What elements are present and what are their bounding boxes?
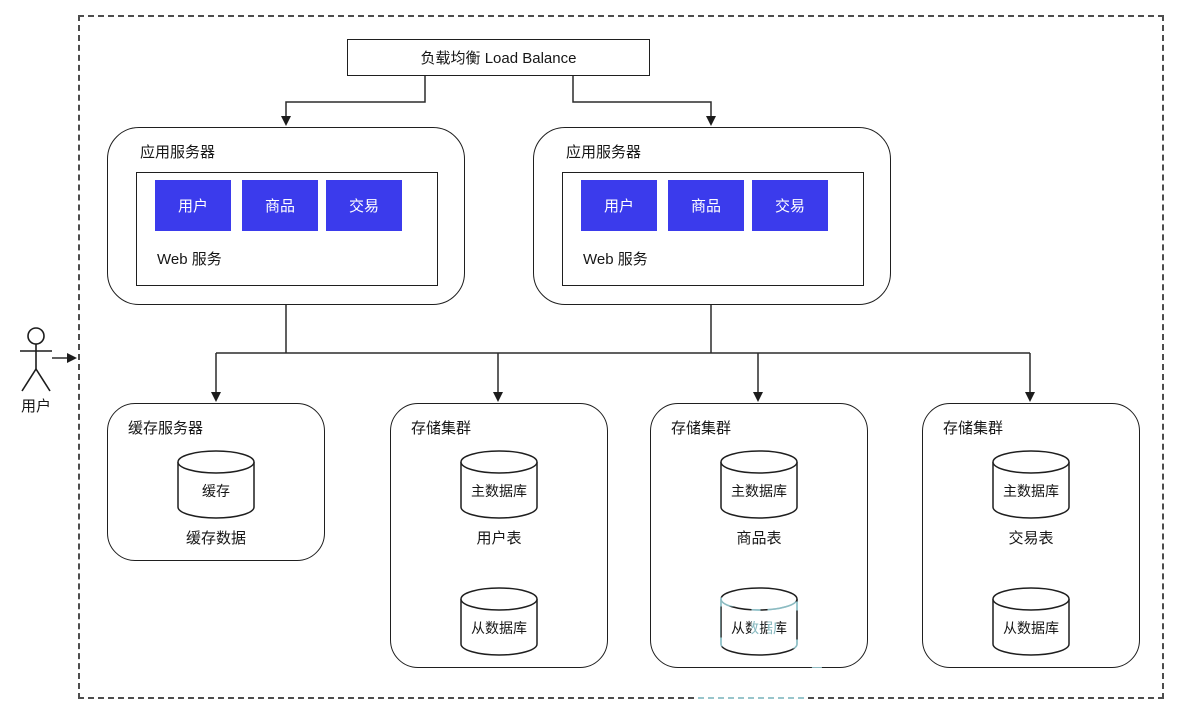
master-db-label: 主数据库 <box>731 483 787 499</box>
slave-db-label: 从数据库 <box>471 620 527 636</box>
arrowhead-icons <box>67 116 1035 402</box>
master-database-cylinder-icon: 主数据库 <box>720 450 798 519</box>
storage-cluster-title: 存储集群 <box>943 420 1004 437</box>
table-caption: 交易表 <box>1008 530 1054 547</box>
storage-cluster-title: 存储集群 <box>411 420 472 437</box>
master-database-cylinder-icon: 主数据库 <box>992 450 1070 519</box>
web-service-label: Web 服务 <box>157 251 222 268</box>
cache-server-title: 缓存服务器 <box>128 420 204 437</box>
module-chip-product: 商品 <box>668 180 744 231</box>
system-boundary <box>78 15 1164 699</box>
storage-cluster-node-2: 存储集群 主数据库 商品表 从数据库 <box>650 403 868 668</box>
web-service-container: 用户 商品 交易 Web 服务 <box>136 172 438 286</box>
slave-database-cylinder-icon: 从数据库 <box>460 587 538 656</box>
web-service-label: Web 服务 <box>583 251 648 268</box>
module-chip-user: 用户 <box>155 180 231 231</box>
app-server-node-2: 应用服务器 用户 商品 交易 Web 服务 <box>533 127 891 305</box>
app-server-node-1: 应用服务器 用户 商品 交易 Web 服务 <box>107 127 465 305</box>
user-actor-label: 用户 <box>20 398 51 415</box>
cache-server-node: 缓存服务器 缓存 缓存数据 <box>107 403 325 561</box>
module-chip-trade: 交易 <box>752 180 828 231</box>
module-chip-product: 商品 <box>242 180 318 231</box>
app-server-title: 应用服务器 <box>140 144 216 161</box>
master-database-cylinder-icon: 主数据库 <box>460 450 538 519</box>
table-caption: 用户表 <box>476 530 522 547</box>
storage-cluster-node-3: 存储集群 主数据库 交易表 从数据库 <box>922 403 1140 668</box>
slave-db-label: 从数据库 <box>1003 620 1059 636</box>
storage-cluster-node-1: 存储集群 主数据库 用户表 从数据库 <box>390 403 608 668</box>
storage-cluster-title: 存储集群 <box>671 420 732 437</box>
user-actor-icon <box>20 327 52 392</box>
cache-data-caption: 缓存数据 <box>185 530 246 547</box>
slave-database-cylinder-icon: 从数据库 <box>992 587 1070 656</box>
cache-database-cylinder-icon: 缓存 <box>177 450 255 519</box>
load-balancer-node: 负载均衡 Load Balance <box>347 39 650 76</box>
module-chip-user: 用户 <box>581 180 657 231</box>
slave-db-label: 从数据库 <box>731 620 787 636</box>
table-caption: 商品表 <box>736 530 782 547</box>
slave-database-cylinder-icon: 从数据库 <box>720 587 798 656</box>
web-service-container: 用户 商品 交易 Web 服务 <box>562 172 864 286</box>
cache-db-label: 缓存 <box>202 483 230 499</box>
app-server-title: 应用服务器 <box>566 144 642 161</box>
master-db-label: 主数据库 <box>471 483 527 499</box>
master-db-label: 主数据库 <box>1003 483 1059 499</box>
load-balancer-label: 负载均衡 Load Balance <box>420 50 577 67</box>
module-chip-trade: 交易 <box>326 180 402 231</box>
